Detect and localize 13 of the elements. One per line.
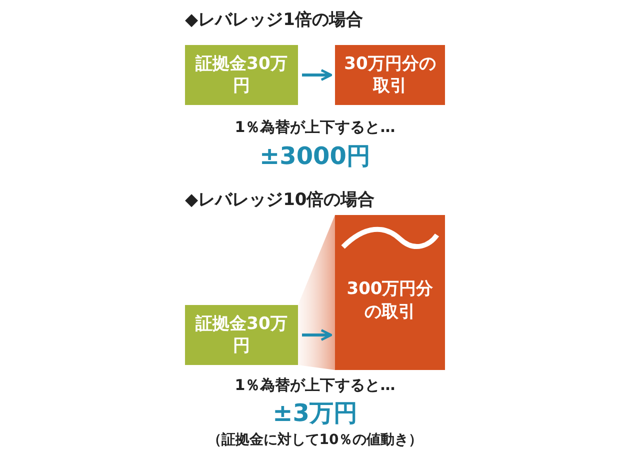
result-amount: ±3万円	[272, 398, 358, 429]
trade-box: 30万円分の取引	[335, 45, 445, 105]
section-heading: ◆レバレッジ1倍の場合	[185, 9, 363, 31]
arrow	[302, 69, 332, 81]
wavy-top-box: 300万円分の取引	[335, 215, 445, 370]
note-text: 1％為替が上下すると…	[234, 118, 396, 137]
section-heading: ◆レバレッジ10倍の場合	[185, 189, 375, 211]
result-amount: ±3000円	[260, 141, 370, 172]
note-text: 1％為替が上下すると…	[234, 376, 396, 395]
note-text: （証拠金に対して10％の値動き）	[207, 431, 423, 449]
margin-box: 証拠金30万円	[185, 45, 298, 105]
margin-box: 証拠金30万円	[185, 305, 298, 365]
arrow	[302, 329, 332, 341]
